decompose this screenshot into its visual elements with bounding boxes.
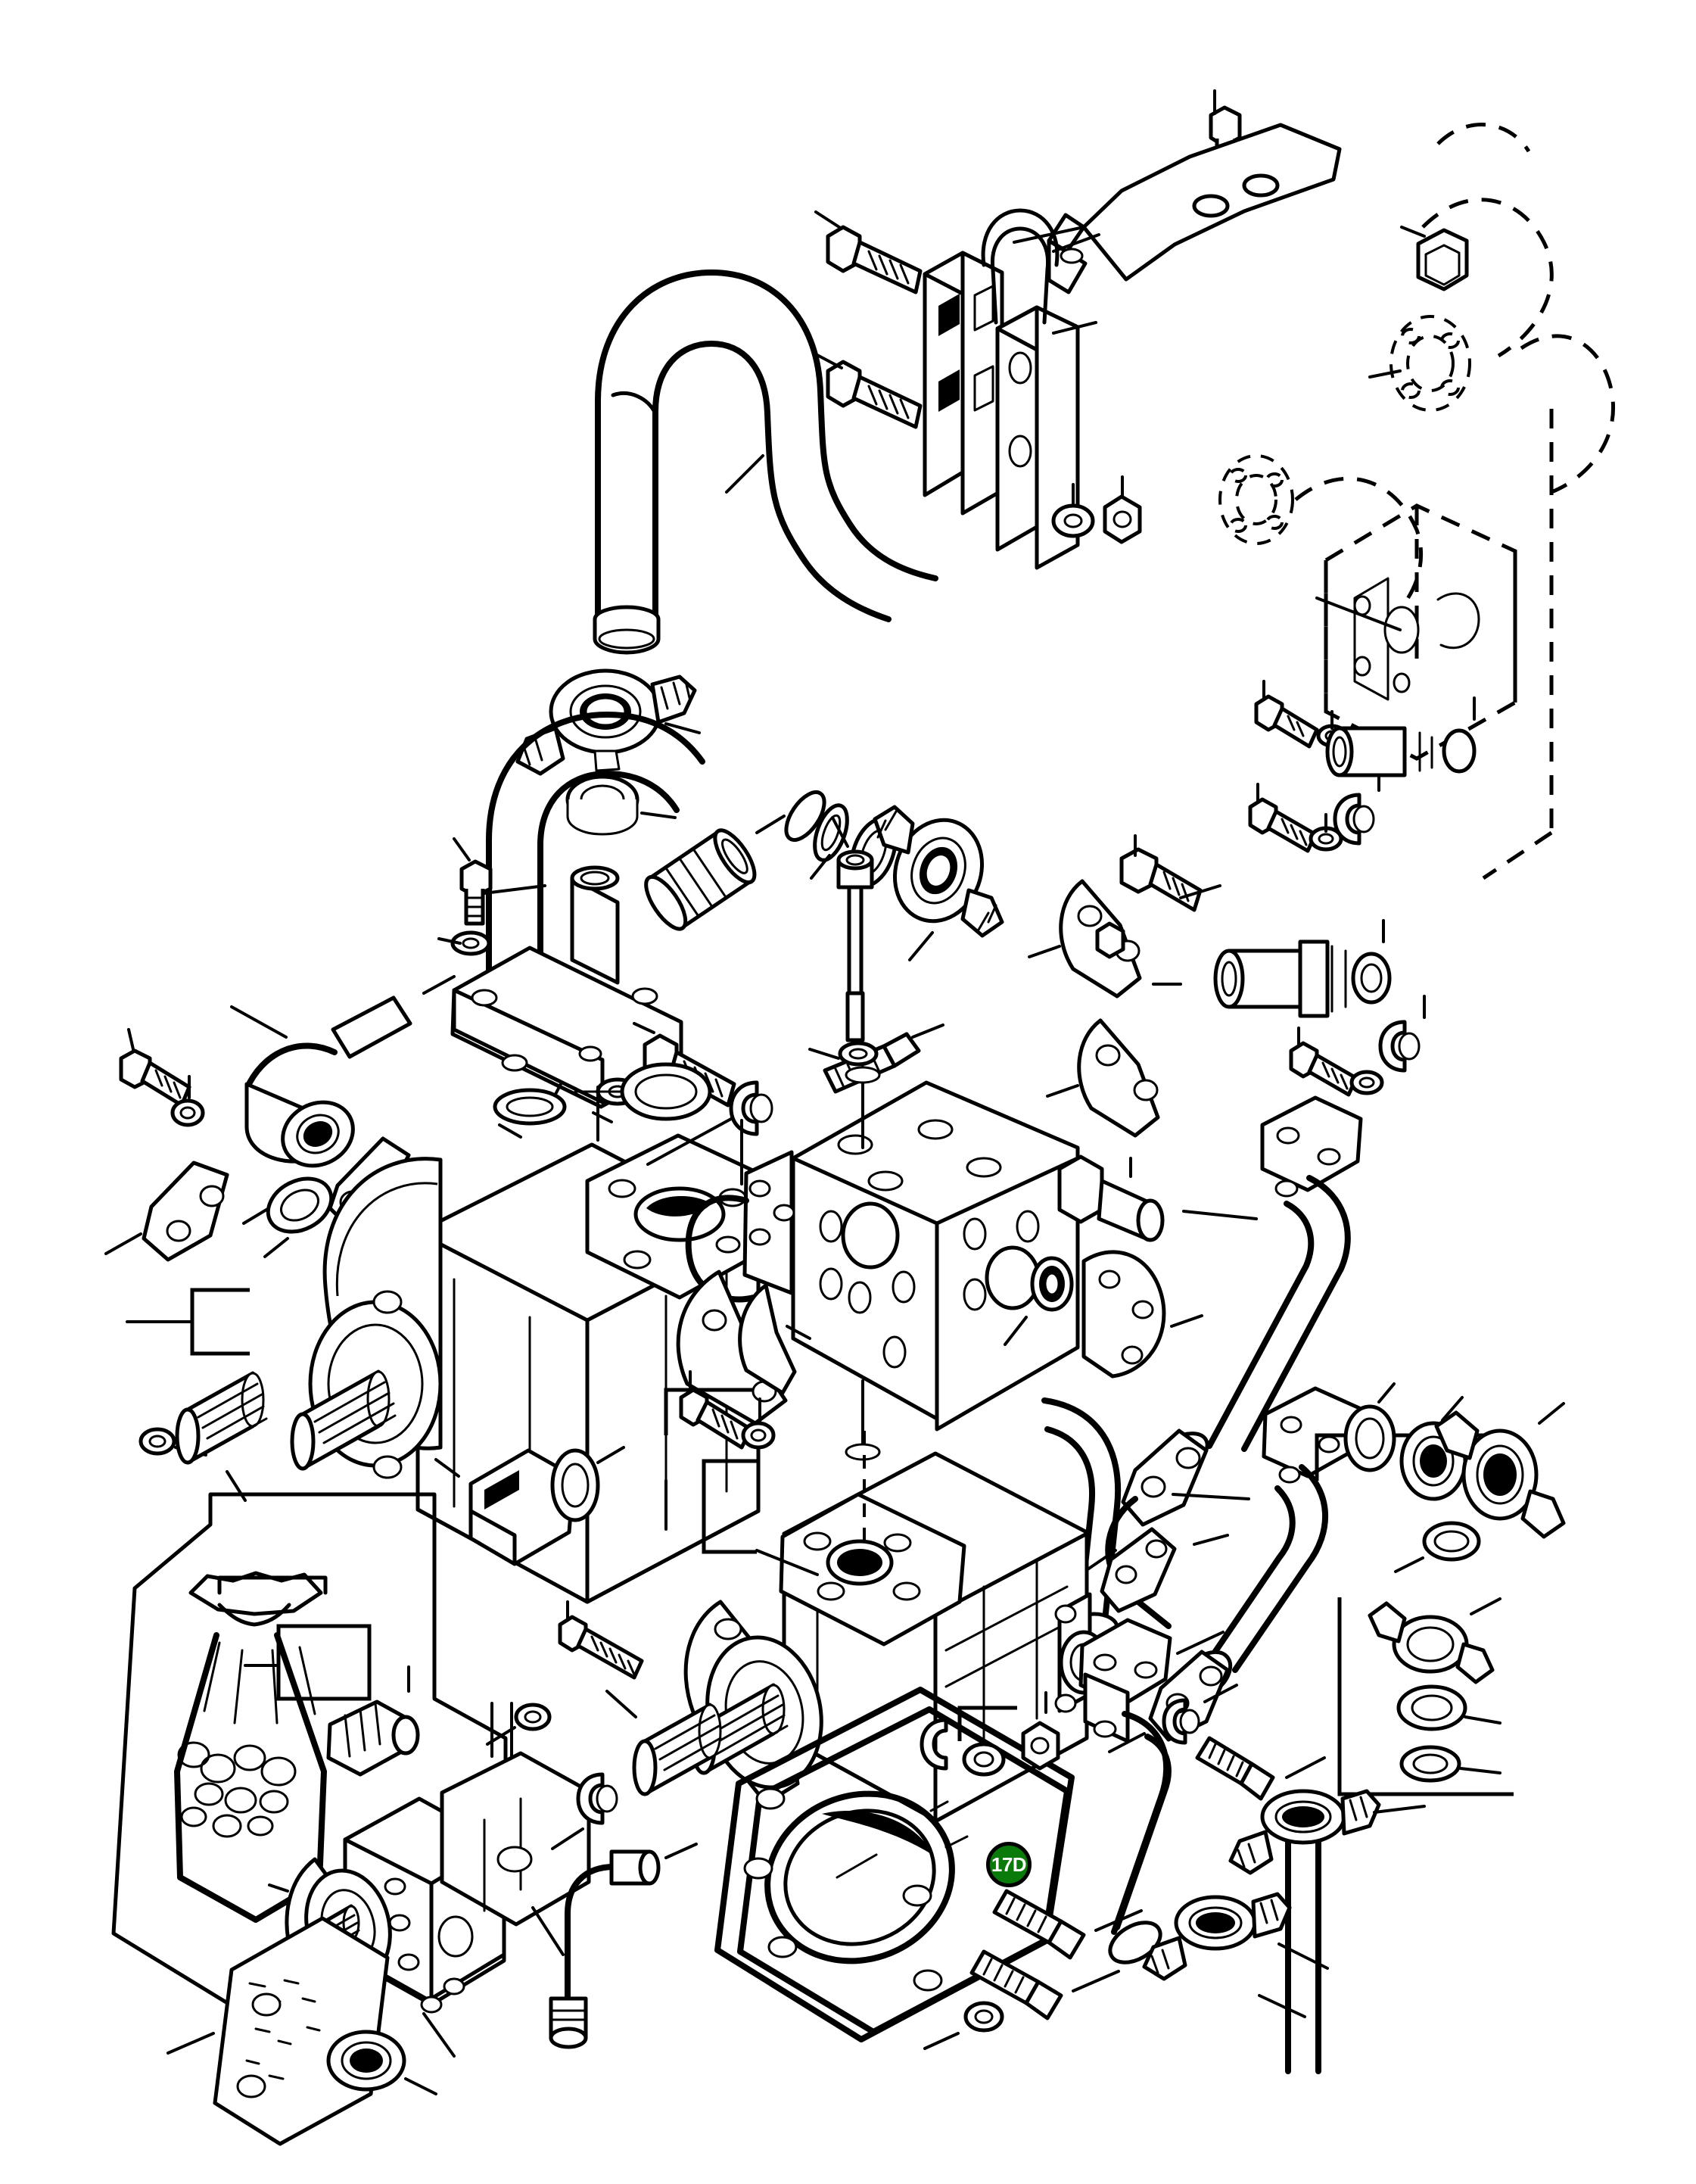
callout-badge-label: 17D: [991, 1852, 1027, 1876]
seal-kit-bag: [174, 1571, 372, 1923]
suction-tube-upper: [593, 269, 938, 842]
clamp-block-assembly: [814, 208, 1142, 570]
seal-set-right: [1315, 1382, 1566, 1573]
washers-and-clip-above-flange: [920, 1691, 1060, 1777]
misc-fasteners: [138, 680, 1477, 1850]
suction-tube-lower: [437, 712, 786, 1139]
split-flange-coupling-left: [515, 668, 701, 836]
callout-badge-17D[interactable]: 17D: [986, 1842, 1032, 1887]
delivery-pipe-right-upper: [1076, 1095, 1363, 1629]
mounting-adapter-flange: [714, 1687, 1143, 2050]
small-gear-pump: [166, 1665, 698, 2146]
bottom-right-fitting-box: [1337, 1597, 1514, 1796]
split-flange-clamps-left: [104, 975, 456, 1262]
control-valve-manifold-block: [676, 1066, 1203, 1461]
elbow-pipe-coupling: [1078, 1618, 1426, 2074]
mounting-bracket-assembly: [1013, 89, 1342, 294]
phantom-context-lines-upper-right: [1218, 123, 1615, 880]
pipe-bundle-center-right: [1041, 1397, 1229, 1720]
